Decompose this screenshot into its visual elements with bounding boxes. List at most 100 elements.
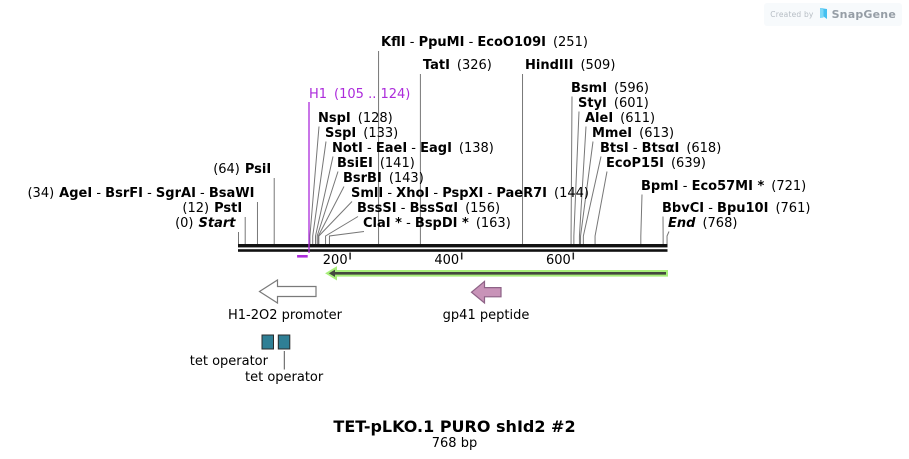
separator: - [678,179,692,194]
enzyme-site-label[interactable]: StyI(601) [578,97,649,111]
separator: - [383,186,397,201]
enzyme-site-label[interactable]: NspI(128) [318,112,393,126]
separator: - [195,186,209,201]
gp41-peptide-arrow[interactable] [470,280,502,305]
h1-region-bar [297,255,308,258]
enzyme-site-label[interactable]: (34)AgeI - BsrFI - SgrAI - BsaWI [27,187,254,201]
enzyme-name: BtsαI [641,141,680,156]
site-position: (143) [388,171,424,186]
site-position: (133) [363,126,399,141]
site-connector [312,141,327,244]
sequence-bar [238,249,668,252]
enzyme-name: BssSαI [409,201,459,216]
site-position: (326) [456,58,492,73]
sequence-bar [238,244,668,248]
enzyme-site-label[interactable]: (12)PstI [182,202,242,216]
enzyme-name: BtsI [600,141,629,156]
site-connector [309,126,320,244]
enzyme-site-label[interactable]: BsrBI(143) [343,172,424,186]
enzyme-site-label[interactable]: KflI - PpuMI - EcoO109I(251) [381,36,588,50]
tet-operator-box[interactable] [261,334,274,350]
enzyme-name: StyI [578,96,607,111]
enzyme-site-label[interactable]: (0)Start [175,217,235,231]
enzyme-name: Eco57MI * [691,179,765,194]
site-connector [315,156,334,244]
site-position: (34) [27,186,55,201]
enzyme-name: EcoO109I [477,35,546,50]
enzyme-name: AleI [585,111,614,126]
tet-operator-box[interactable] [277,334,291,350]
ruler-tick-label: 600 [545,253,571,268]
snapgene-brand-text: SnapGene [831,8,896,21]
site-connector [578,126,587,244]
enzyme-site-label[interactable]: MmeI(613) [592,127,674,141]
enzyme-site-label[interactable]: BbvCI - Bpu10I(761) [662,202,810,216]
enzyme-name: PpuMI [418,35,465,50]
separator: - [142,186,156,201]
enzyme-name: BsrFI [105,186,143,201]
enzyme-site-label[interactable]: TatI(326) [423,59,492,73]
enzyme-name: EaeI [375,141,408,156]
separator: - [704,201,718,216]
site-position: (138) [458,141,494,156]
h1-region-label[interactable]: H1(105 .. 124) [309,88,410,102]
site-position: (721) [771,179,807,194]
promoter-arrow[interactable] [258,278,317,305]
separator: - [464,35,478,50]
separator: - [401,216,415,231]
tet-operator-label-1[interactable]: tet operator [189,354,268,369]
site-position: (156) [465,201,501,216]
site-position: (251) [552,35,588,50]
enzyme-name: PsiI [244,162,272,177]
promoter-label[interactable]: H1-2O2 promoter [228,308,342,323]
enzyme-site-label[interactable]: BtsI - BtsαI(618) [600,142,721,156]
backbone-arrow[interactable] [325,266,668,281]
site-position: (64) [213,162,240,177]
separator: - [396,201,410,216]
enzyme-site-label[interactable]: SmlI - XhoI - PspXI - PaeR7I(144) [351,187,589,201]
gp41-peptide-label[interactable]: gp41 peptide [442,308,530,323]
enzyme-site-label[interactable]: EcoP15I (639) [606,157,706,171]
site-position: (639) [670,156,706,171]
enzyme-name: EagI [420,141,452,156]
site-position: (12) [182,201,210,216]
enzyme-name: End [668,216,696,231]
enzyme-site-label[interactable]: BsiEI(141) [337,157,415,171]
site-position: (144) [554,186,589,201]
enzyme-name: BsmI [571,81,608,96]
enzyme-name: Bpu10I [717,201,769,216]
site-connector [640,194,643,244]
enzyme-site-label[interactable]: NotI - EaeI - EagI(138) [332,142,494,156]
created-by-text: Created by [770,10,814,19]
site-position: (509) [580,58,616,73]
site-connector [318,201,353,244]
enzyme-name: SgrAI [155,186,196,201]
enzyme-name: EcoP15I [606,156,664,171]
site-position: (768) [702,216,738,231]
tet-operator-label-2[interactable]: tet operator [245,370,324,385]
enzyme-site-label[interactable]: BsmI(596) [571,82,649,96]
enzyme-name: PspXI [442,186,484,201]
site-connector [317,186,345,244]
site-connector [580,141,594,244]
title-block: TET-pLKO.1 PURO shId2 #2 768 bp [0,418,909,451]
enzyme-site-label[interactable]: ClaI * - BspDI *(163) [363,217,511,231]
site-position: (141) [379,156,415,171]
map-title: TET-pLKO.1 PURO shId2 #2 [333,417,576,436]
site-connector [325,216,359,244]
enzyme-site-label[interactable]: BpmI - Eco57MI *(721) [641,180,806,194]
enzyme-site-label[interactable]: AleI(611) [585,112,655,126]
site-connector [316,171,339,244]
site-connector [594,171,608,244]
enzyme-site-label[interactable]: End (768) [668,217,737,231]
snapgene-badge: Created by SnapGene [764,3,902,26]
enzyme-site-label[interactable]: (64) PsiI [213,163,271,177]
site-connector [666,231,670,244]
enzyme-site-label[interactable]: BssSI - BssSαI(156) [357,202,500,216]
enzyme-site-label[interactable]: HindIII(509) [525,59,615,73]
enzyme-site-label[interactable]: SspI(133) [325,127,398,141]
enzyme-name: BsaWI [208,186,255,201]
h1-region-range: (105 .. 124) [334,87,411,102]
